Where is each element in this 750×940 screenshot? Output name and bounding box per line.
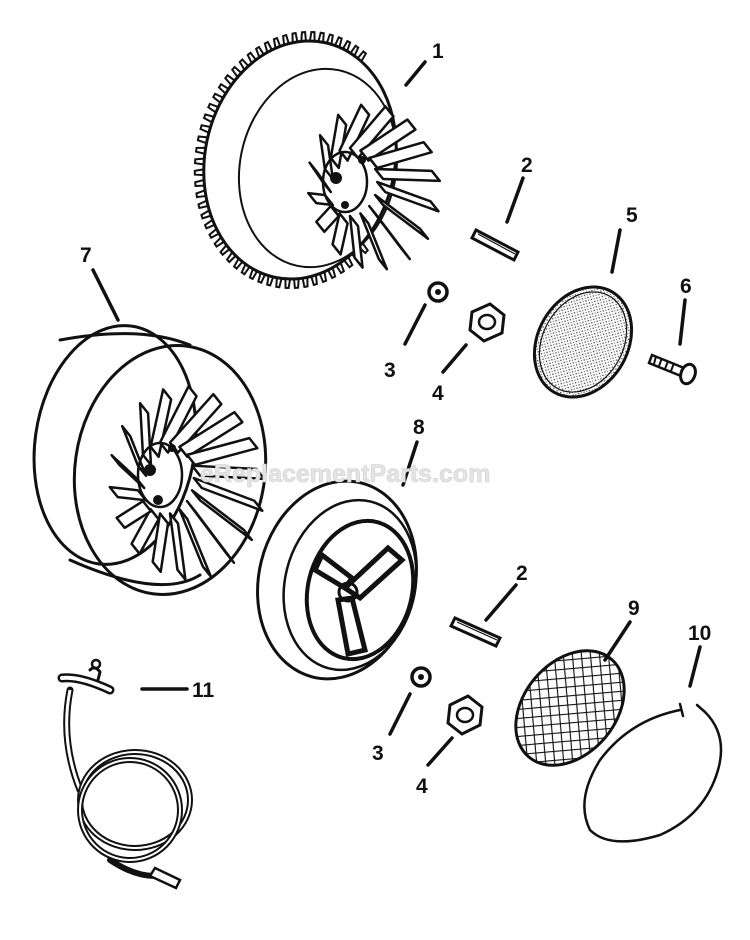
cooling-fin [158, 385, 198, 454]
washer-upper [427, 281, 449, 303]
cooling-fin [373, 193, 430, 240]
cooling-fin [367, 140, 433, 170]
cooling-fin [185, 499, 236, 564]
cooling-fin [168, 512, 187, 581]
callout-3-upper: 3 [384, 359, 396, 382]
cooling-fin [308, 161, 333, 194]
cooling-fin [149, 388, 173, 459]
callout-4-lower: 4 [416, 775, 428, 798]
callout-3-lower: 3 [372, 742, 384, 765]
callout-1: 1 [432, 40, 444, 63]
callout-6: 6 [680, 275, 692, 298]
cooling-fin [359, 212, 389, 271]
cooling-fin [331, 212, 349, 256]
cooling-fin [110, 453, 146, 490]
cooling-fin [178, 410, 244, 459]
cooling-fin [318, 134, 335, 181]
cooling-fin [130, 507, 160, 556]
callout-7: 7 [80, 244, 92, 267]
cooling-fin [190, 464, 266, 481]
ground-lead-wire [57, 658, 193, 890]
cooling-fin [348, 214, 364, 269]
callout-5: 5 [626, 204, 638, 227]
key-pin-upper [470, 227, 520, 263]
cooling-fin [315, 204, 341, 234]
callout-2-upper: 2 [521, 154, 533, 177]
washer-lower [410, 666, 432, 688]
callout-4-upper: 4 [432, 382, 444, 405]
cooling-fin [115, 499, 153, 530]
key-pin-lower [448, 616, 503, 648]
callout-10: 10 [688, 622, 711, 645]
cooling-fin [178, 507, 213, 578]
watermark-text: eReplacementParts.com [200, 460, 490, 488]
screw [647, 353, 697, 386]
callout-2-lower: 2 [516, 562, 528, 585]
retainer-ring [583, 702, 723, 843]
flywheel [32, 324, 268, 596]
callout-8: 8 [413, 416, 425, 439]
mesh-screen [514, 649, 626, 767]
cooling-fin [151, 512, 170, 574]
flywheel-ring-gear [193, 30, 442, 290]
cooling-fin [359, 118, 417, 162]
cooling-fin [306, 191, 335, 207]
callout-9: 9 [628, 597, 640, 620]
hex-nut-lower [446, 694, 484, 736]
cooling-fin [185, 436, 259, 467]
cooling-fin [190, 489, 254, 542]
leader-lines [91, 60, 702, 767]
flywheel-fins-upper [306, 103, 442, 271]
flywheel-fins-lower [108, 385, 266, 581]
drive-cup [256, 479, 418, 681]
debris-screen-disc [532, 285, 634, 399]
cooling-fin [375, 180, 440, 213]
callout-labels: 1 2 5 6 3 4 7 8 2 9 10 11 3 4 [80, 40, 711, 798]
hex-nut-upper [468, 302, 506, 343]
callout-11: 11 [192, 679, 215, 702]
cooling-fin [367, 204, 412, 261]
cooling-fin [338, 103, 371, 162]
cooling-fin [373, 167, 442, 183]
cooling-fin [192, 476, 264, 513]
